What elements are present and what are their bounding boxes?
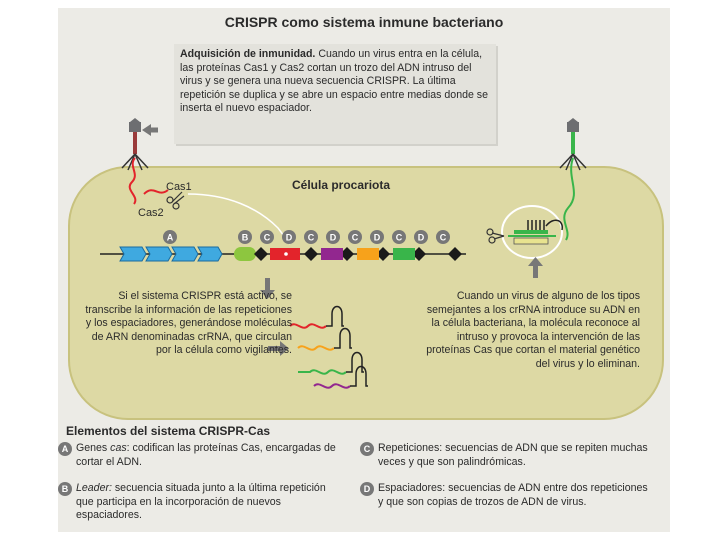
crrna-purple bbox=[313, 383, 351, 389]
crrna-hairpin bbox=[326, 305, 344, 327]
repeat-diamond bbox=[254, 247, 268, 261]
scissors-icon bbox=[166, 191, 185, 210]
acquisition-body: Cuando un virus entra en la célula, las … bbox=[180, 48, 488, 115]
insertion-path bbox=[187, 193, 291, 245]
viral-dna-right bbox=[563, 157, 575, 241]
locus-letter: D bbox=[418, 233, 425, 243]
legend-letter: B bbox=[58, 482, 72, 496]
locus-letter-circle bbox=[414, 230, 428, 244]
legend-term: Leader: bbox=[76, 482, 112, 494]
repeat-diamond bbox=[412, 247, 426, 261]
arrow-head-left-icon bbox=[142, 124, 151, 136]
locus-letter: A bbox=[167, 233, 174, 243]
crrna-bound bbox=[514, 230, 548, 234]
interference-complex bbox=[501, 205, 563, 259]
legend-text: Espaciadores: secuencias de ADN entre do… bbox=[378, 482, 650, 509]
legend-desc: secuencias de ADN que se repiten muchas … bbox=[378, 442, 648, 468]
acquisition-heading: Adquisición de inmunidad. bbox=[180, 48, 316, 60]
repeat-diamonds bbox=[254, 247, 462, 261]
recognition-arrow-icon bbox=[528, 257, 543, 278]
phage-right-icon bbox=[559, 118, 587, 171]
locus-letter-circle bbox=[282, 230, 296, 244]
legend-term: Espaciadores: bbox=[378, 482, 446, 494]
legend-italic: cas bbox=[110, 442, 127, 454]
crrna-orange bbox=[297, 345, 335, 351]
legend-text: Repeticiones: secuencias de ADN que se r… bbox=[378, 442, 650, 469]
spacer-purple bbox=[321, 248, 343, 260]
cas-genes bbox=[119, 246, 223, 262]
locus-letter: B bbox=[242, 233, 249, 243]
locus-letter-circle bbox=[326, 230, 340, 244]
locus-letters: A B C D C D C D C D C bbox=[163, 230, 450, 244]
transcription-arrow-icon bbox=[260, 278, 275, 299]
locus-letter: C bbox=[440, 233, 447, 243]
legend-letter: C bbox=[360, 442, 374, 456]
legend-desc: secuencias de ADN entre dos repeticiones… bbox=[378, 482, 648, 508]
figure-title: CRISPR como sistema inmune bacteriano bbox=[224, 14, 504, 30]
crrna-molecules bbox=[289, 305, 368, 389]
locus-letter-circle bbox=[304, 230, 318, 244]
acquisition-text: Adquisición de inmunidad. Cuando un viru… bbox=[180, 48, 494, 116]
phage-left-icon bbox=[121, 118, 149, 171]
transcription-text: Si el sistema CRISPR está activo, se tra… bbox=[85, 290, 292, 357]
cas-gene-arrow bbox=[197, 246, 223, 262]
legend-desc: secuencia situada junto a la última repe… bbox=[76, 482, 326, 522]
spacer-orange bbox=[357, 248, 379, 260]
legend-text: Leader: secuencia situada junto a la últ… bbox=[76, 482, 344, 523]
elements-title: Elementos del sistema CRISPR-Cas bbox=[66, 424, 271, 438]
crispr-diagram-graphics: Cas1 Cas2 A B bbox=[100, 118, 587, 389]
locus-letter-circle bbox=[348, 230, 362, 244]
acquisition-box bbox=[174, 44, 496, 144]
cas-protein-body bbox=[513, 237, 549, 245]
locus-letter: D bbox=[374, 233, 381, 243]
locus-letter: C bbox=[396, 233, 403, 243]
cas1-label: Cas1 bbox=[166, 181, 192, 193]
crrna-red bbox=[289, 323, 327, 329]
locus-letter-circle bbox=[238, 230, 252, 244]
repeat-diamond bbox=[340, 247, 354, 261]
complex-hairpin bbox=[545, 219, 563, 231]
insertion-point bbox=[284, 252, 288, 256]
repeat-diamond bbox=[304, 247, 318, 261]
legend-letter: A bbox=[58, 442, 72, 456]
crrna-hairpin bbox=[350, 365, 368, 387]
legend-text: Genes cas: codifican las proteínas Cas, … bbox=[76, 442, 336, 468]
spacer-green bbox=[393, 248, 415, 260]
complex-highlight-ring bbox=[501, 205, 563, 259]
locus-letter-circle bbox=[260, 230, 274, 244]
cas-gene-arrow bbox=[145, 246, 173, 262]
locus-letter-circle bbox=[436, 230, 450, 244]
locus-letter: C bbox=[352, 233, 359, 243]
cas-complex-teeth bbox=[527, 220, 545, 230]
legend-desc: codifican las proteínas Cas, encargadas … bbox=[76, 442, 336, 468]
cas-gene-arrow bbox=[119, 246, 147, 262]
cas-gene-arrow bbox=[171, 246, 199, 262]
locus-letter-circle bbox=[163, 230, 177, 244]
repeat-diamond bbox=[448, 247, 462, 261]
locus-letter-circle bbox=[370, 230, 384, 244]
locus-letter: C bbox=[264, 233, 271, 243]
cell-label: Célula procariota bbox=[292, 178, 391, 192]
leader-block bbox=[234, 247, 256, 261]
locus-letter: D bbox=[286, 233, 293, 243]
repeat-diamond bbox=[376, 247, 390, 261]
legend-term: Repeticiones: bbox=[378, 442, 443, 454]
locus-letter: C bbox=[308, 233, 315, 243]
viral-dna-fragment bbox=[143, 189, 169, 195]
interference-text: Cuando un virus de alguno de los tipos s… bbox=[426, 290, 640, 370]
scissors-right-icon bbox=[486, 228, 505, 244]
legend-letter: D bbox=[360, 482, 374, 496]
locus-letter: D bbox=[330, 233, 337, 243]
crrna-green bbox=[298, 369, 347, 375]
circulate-arrow-icon bbox=[268, 341, 289, 356]
locus-letter-circle bbox=[392, 230, 406, 244]
cas2-label: Cas2 bbox=[138, 207, 164, 219]
crrna-hairpin bbox=[334, 327, 352, 349]
crrna-hairpin bbox=[346, 351, 364, 373]
viral-dna-left bbox=[128, 157, 137, 205]
diagram-panel: CRISPR como sistema inmune bacteriano Ad… bbox=[58, 8, 670, 532]
